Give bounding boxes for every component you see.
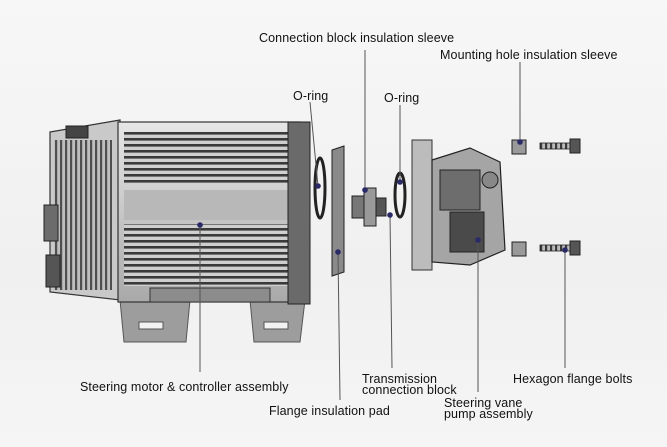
label-connection-block-insulation-sleeve: Connection block insulation sleeve	[259, 31, 455, 45]
label-hexagon-flange-bolts: Hexagon flange bolts	[513, 372, 633, 386]
transmission-connection-block-part	[351, 187, 387, 227]
label-steering-motor-controller-assembly: Steering motor & controller assembly	[80, 380, 289, 394]
label-steering-vane-pump-line2: pump assembly	[444, 407, 533, 421]
hexagon-bolts	[539, 138, 581, 256]
label-o-ring-left: O-ring	[293, 89, 329, 103]
label-steering-vane-pump-line1: Steering vane	[444, 396, 523, 410]
steering-vane-pump-part	[411, 139, 506, 271]
flange-insulation-pad-part	[331, 145, 345, 277]
marker-dots	[197, 139, 568, 255]
controller-box	[43, 119, 121, 301]
label-o-ring-right: O-ring	[384, 91, 420, 105]
motor-body	[117, 121, 311, 305]
label-transmission-connection-block-line1: Transmission	[362, 372, 438, 386]
leader-lines	[199, 50, 566, 401]
label-transmission-connection-block-line2: connection block	[362, 383, 457, 397]
label-flange-insulation-pad: Flange insulation pad	[269, 404, 390, 418]
mounting-hole-sleeves	[511, 139, 527, 257]
motor-feet	[119, 299, 306, 343]
label-mounting-hole-insulation-sleeve: Mounting hole insulation sleeve	[440, 48, 618, 62]
o-ring-left-part	[313, 156, 327, 220]
